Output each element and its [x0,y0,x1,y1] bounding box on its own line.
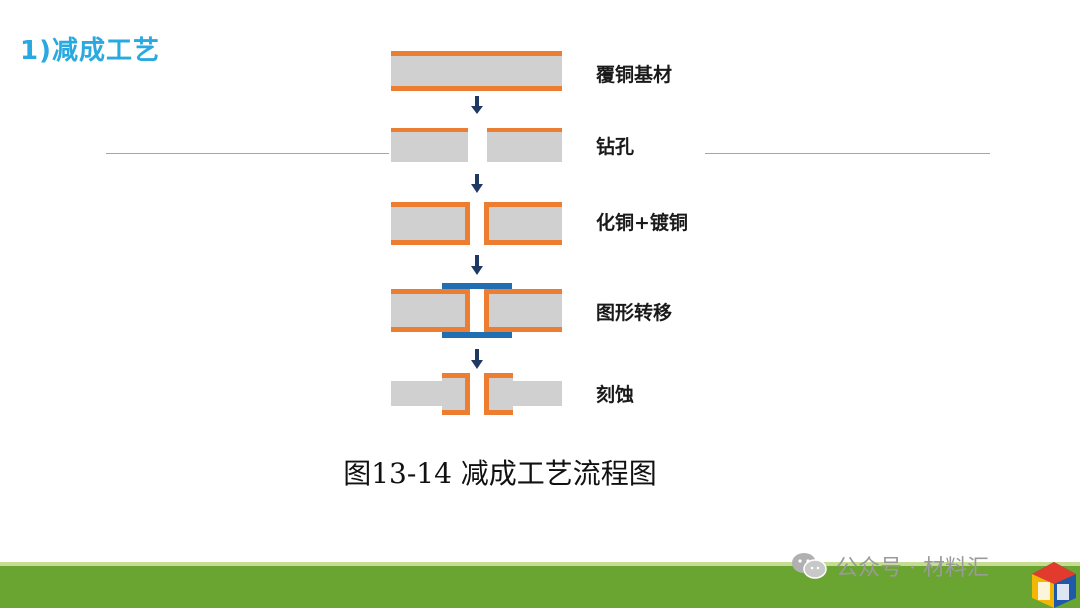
step-3-plated-board [391,202,562,245]
copper-layer-top [391,51,562,56]
copper-layer-bottom [391,86,562,91]
watermark: 公众号 · 材料汇 [790,550,989,582]
down-arrow-icon [471,174,483,193]
step-label-5: 刻蚀 [596,384,635,406]
divider-line-left [106,153,389,154]
step-label-1: 覆铜基材 [596,64,673,86]
section-heading: 1)减成工艺 [20,36,160,66]
footer-bar [0,562,1080,608]
process-diagram [391,51,562,415]
down-arrow-icon [471,96,483,114]
substrate [391,56,562,86]
brand-logo [1032,562,1076,608]
step-5-etched-board [391,373,562,415]
step-1-copper-clad-board [391,51,562,91]
watermark-text: 公众号 · 材料汇 [836,556,989,581]
resist-bottom [442,332,512,338]
step-label-2: 钻孔 [596,136,635,158]
wechat-icon [792,553,827,579]
figure-caption: 图13-14 减成工艺流程图 [343,457,657,490]
step-label-4: 图形转移 [596,302,673,324]
down-arrow-icon [471,255,483,275]
resist-top [442,283,512,289]
step-4-pattern-transfer [391,283,562,338]
step-label-3: 化铜+镀铜 [596,212,688,234]
step-2-drilled-board [391,128,562,162]
down-arrow-icon [471,349,483,369]
divider-line-right [705,153,990,154]
